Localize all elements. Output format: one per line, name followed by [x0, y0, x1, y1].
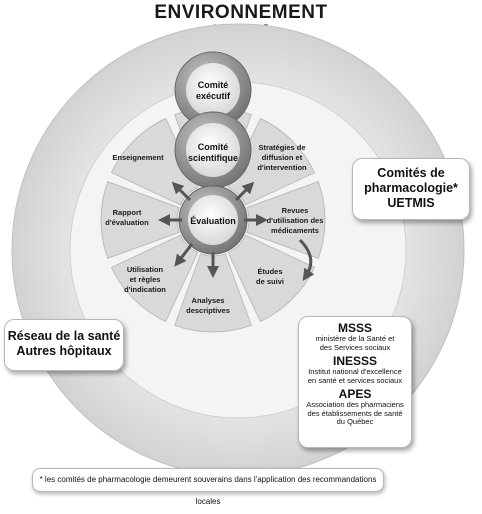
segment-analyses-line1: Analyses	[192, 296, 225, 305]
org-apes-acronym: APES	[338, 387, 372, 401]
reseau-sante-box: Réseau de la santé Autres hôpitaux	[4, 319, 124, 371]
org-apes-line2: des établissements de santé	[307, 408, 403, 418]
segment-enseignement-label: Enseignement	[112, 153, 164, 162]
segment-rapport-line1: Rapport	[113, 208, 142, 217]
segment-etudes-line2: de suivi	[256, 277, 284, 286]
org-msss-acronym: MSSS	[337, 321, 372, 335]
comite-executif-line1: Comité	[198, 80, 229, 90]
wheel-segment-revues	[246, 181, 326, 259]
segment-rapport-line2: d'évaluation	[105, 218, 149, 227]
arrow-to-strategies	[234, 181, 255, 202]
org-msss-line2: des Services sociaux	[319, 342, 391, 352]
evaluation-label: Évaluation	[190, 216, 236, 226]
org-apes-line1: Association des pharmaciens	[306, 400, 404, 409]
segment-revues-line3: médicaments	[271, 226, 319, 235]
comite-scientifique-line1: Comité	[198, 142, 229, 152]
segment-utilisation-line2: et règles	[130, 275, 161, 284]
reseau-line2: Autres hôpitaux	[16, 344, 112, 358]
footnote: * les comités de pharmacologie demeurent…	[32, 468, 384, 506]
segment-strategies-line3: d'intervention	[257, 163, 307, 172]
segment-revues-line2: d'utilisation des	[267, 216, 324, 225]
wheel-segment-etudes	[227, 234, 316, 323]
comite-executif-center	[186, 63, 240, 117]
evaluation-arrows	[158, 181, 315, 281]
comites-line3: UETMIS	[387, 196, 435, 210]
arrow-revues-to-etudes	[298, 238, 315, 281]
comites-pharmacologie-box: Comités de pharmacologie* UETMIS	[352, 158, 470, 220]
org-inesss-line2: en santé et services sociaux	[307, 375, 403, 385]
comites-line2: pharmacologie*	[364, 181, 458, 195]
arrow-to-enseignement	[171, 181, 192, 202]
segment-strategies-line1: Stratégies de	[258, 143, 305, 152]
wheel-segment-rapport	[100, 181, 180, 259]
segment-analyses-line2: descriptives	[186, 306, 230, 315]
segment-etudes-line1: Études	[257, 267, 282, 276]
segment-revues-line1: Revues	[282, 206, 309, 215]
segment-utilisation-line3: d'indication	[124, 285, 166, 294]
comites-line1: Comités de	[377, 166, 445, 180]
arrow-to-utilisation	[174, 243, 194, 267]
org-inesss-acronym: INESSS	[332, 354, 377, 368]
wheel-segment-analyses	[174, 253, 252, 333]
org-inesss-line1: Institut national d'excellence	[308, 367, 402, 376]
comite-scientifique-center	[186, 123, 240, 177]
comite-scientifique-line2: scientifique	[188, 153, 238, 163]
segment-strategies-line2: diffusion et	[262, 153, 303, 162]
comite-executif-line2: exécutif	[196, 91, 231, 101]
organizations-box: MSSS ministère de la Santé et des Servic…	[298, 316, 412, 448]
reseau-line1: Réseau de la santé	[7, 329, 121, 343]
title-line1: ENVIRONNEMENT	[154, 2, 328, 23]
segment-utilisation-line1: Utilisation	[127, 265, 164, 274]
evaluation-center	[188, 195, 238, 245]
org-apes-line3: du Québec	[336, 417, 374, 426]
org-msss-line1: ministère de la Santé et	[315, 334, 395, 343]
